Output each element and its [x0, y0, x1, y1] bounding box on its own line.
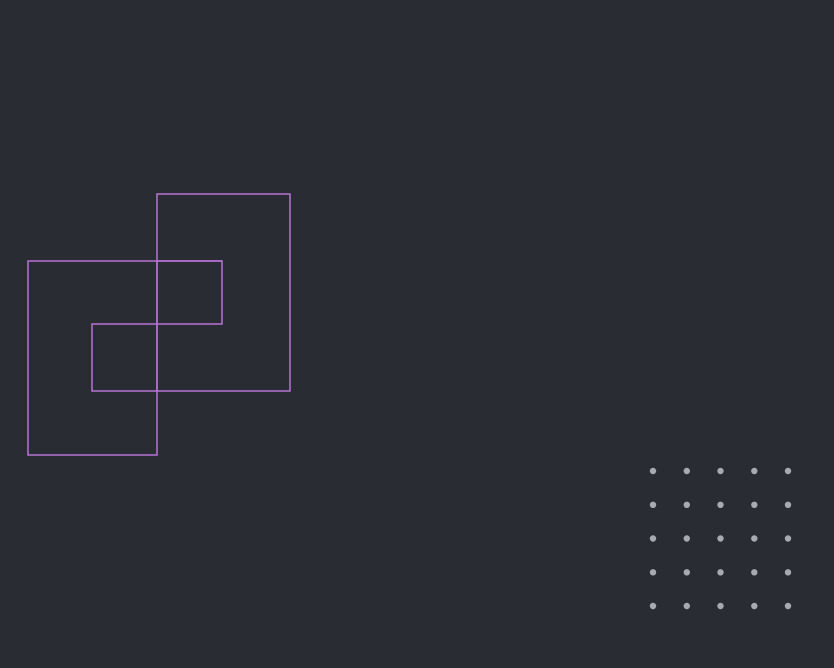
grid-dot	[784, 569, 792, 576]
outline-shape-lower	[27, 260, 158, 456]
grid-dot	[683, 535, 690, 542]
grid-dot	[683, 569, 690, 576]
grid-dot	[649, 535, 657, 542]
grid-dot	[751, 535, 758, 542]
grid-dot	[683, 602, 690, 610]
grid-dot	[751, 501, 758, 508]
grid-dot	[649, 501, 657, 508]
grid-dot	[784, 535, 792, 542]
grid-dot	[784, 467, 792, 475]
grid-dot	[683, 467, 690, 475]
grid-dot	[717, 602, 724, 610]
dot-grid	[649, 467, 792, 610]
grid-dot	[784, 501, 792, 508]
grid-dot	[717, 467, 724, 475]
grid-dot	[717, 569, 724, 576]
grid-dot	[717, 501, 724, 508]
grid-dot	[751, 602, 758, 610]
grid-dot	[649, 602, 657, 610]
grid-dot	[683, 501, 690, 508]
interlocking-squares-outline	[27, 193, 291, 456]
grid-dot	[784, 602, 792, 610]
grid-dot	[751, 569, 758, 576]
grid-dot	[649, 467, 657, 475]
grid-dot	[751, 467, 758, 475]
grid-dot	[649, 569, 657, 576]
grid-dot	[717, 535, 724, 542]
